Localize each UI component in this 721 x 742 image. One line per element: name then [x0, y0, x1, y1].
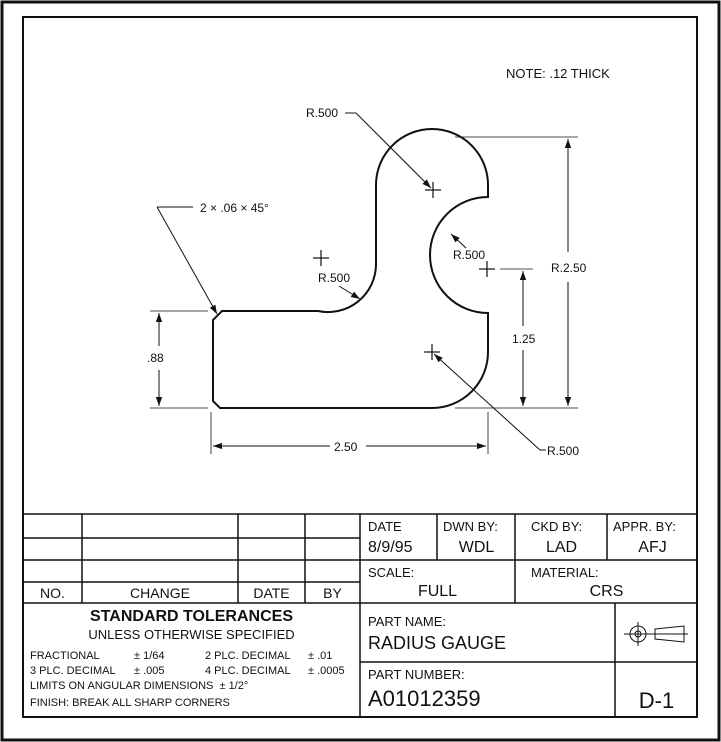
part-number-value: A01012359	[368, 686, 481, 711]
tol-fractional-value: ± 1/64	[134, 650, 165, 662]
tol-angular: LIMITS ON ANGULAR DIMENSIONS ± 1/2°	[30, 680, 249, 692]
ckd-by-value: LAD	[545, 539, 578, 556]
dwn-by-value: WDL	[458, 539, 495, 556]
part-name-value: RADIUS GAUGE	[368, 633, 507, 653]
dim-arm-length: 2.50	[334, 440, 358, 454]
scale-value: FULL	[417, 583, 458, 600]
leader-r-bottom-arrow	[433, 353, 541, 451]
appr-by-value: AFJ	[638, 539, 667, 556]
appr-by-label: APPR. BY:	[613, 519, 676, 534]
tolerances-subtitle: UNLESS OTHERWISE SPECIFIED	[88, 627, 295, 642]
dim-r-bottom: R.500	[547, 444, 579, 458]
part-outline	[212, 128, 489, 409]
tol-3plc-value: ± .005	[134, 665, 165, 677]
tol-2plc-value: ± .01	[308, 650, 333, 662]
third-angle-projection-icon	[624, 622, 688, 646]
note-text: NOTE: .12 THICK	[506, 66, 610, 81]
center-mark-inner	[313, 250, 329, 266]
leader-r-notch	[450, 233, 467, 249]
tol-finish: FINISH: BREAK ALL SHARP CORNERS	[30, 697, 230, 709]
dim-notch-height: 1.25	[512, 332, 536, 346]
rev-header-date: DATE	[253, 585, 290, 601]
dim-chamfer: 2 × .06 × 45°	[200, 201, 269, 215]
center-mark-notch	[479, 261, 495, 277]
dim-arm-height: .88	[147, 351, 164, 365]
dwn-by-label: DWN BY:	[443, 519, 498, 534]
dim-r-inner: R.500	[318, 271, 350, 285]
part-number-label: PART NUMBER:	[368, 667, 465, 682]
leader-r-inner	[338, 285, 361, 300]
rev-header-change: CHANGE	[130, 585, 190, 601]
sheet-size-value: D-1	[638, 688, 675, 713]
title-block-grid	[23, 513, 697, 717]
dim-r-top: R.500	[306, 106, 338, 120]
leader-chamfer-arrow	[156, 206, 218, 315]
center-mark-bottom	[424, 344, 440, 360]
material-value: CRS	[589, 583, 624, 600]
tol-fractional-label: FRACTIONAL	[30, 650, 100, 662]
center-mark-top	[425, 182, 441, 198]
tol-4plc-label: 4 PLC. DECIMAL	[205, 665, 291, 677]
date-label: DATE	[368, 519, 402, 534]
dim-r-notch: R.500	[453, 248, 485, 262]
material-label: MATERIAL:	[531, 565, 599, 580]
ckd-by-label: CKD BY:	[531, 519, 583, 534]
scale-label: SCALE:	[368, 565, 415, 580]
leader-r-top-arrow	[355, 112, 432, 189]
dim-r-overall: R.2.50	[551, 261, 587, 275]
date-value: 8/9/95	[368, 539, 413, 556]
tol-2plc-label: 2 PLC. DECIMAL	[205, 650, 291, 662]
tol-4plc-value: ± .0005	[308, 665, 345, 677]
rev-header-no: NO.	[40, 585, 65, 601]
part-name-label: PART NAME:	[368, 614, 447, 629]
tolerances-title: STANDARD TOLERANCES	[90, 608, 293, 625]
tol-3plc-label: 3 PLC. DECIMAL	[30, 665, 116, 677]
rev-header-by: BY	[323, 585, 342, 601]
